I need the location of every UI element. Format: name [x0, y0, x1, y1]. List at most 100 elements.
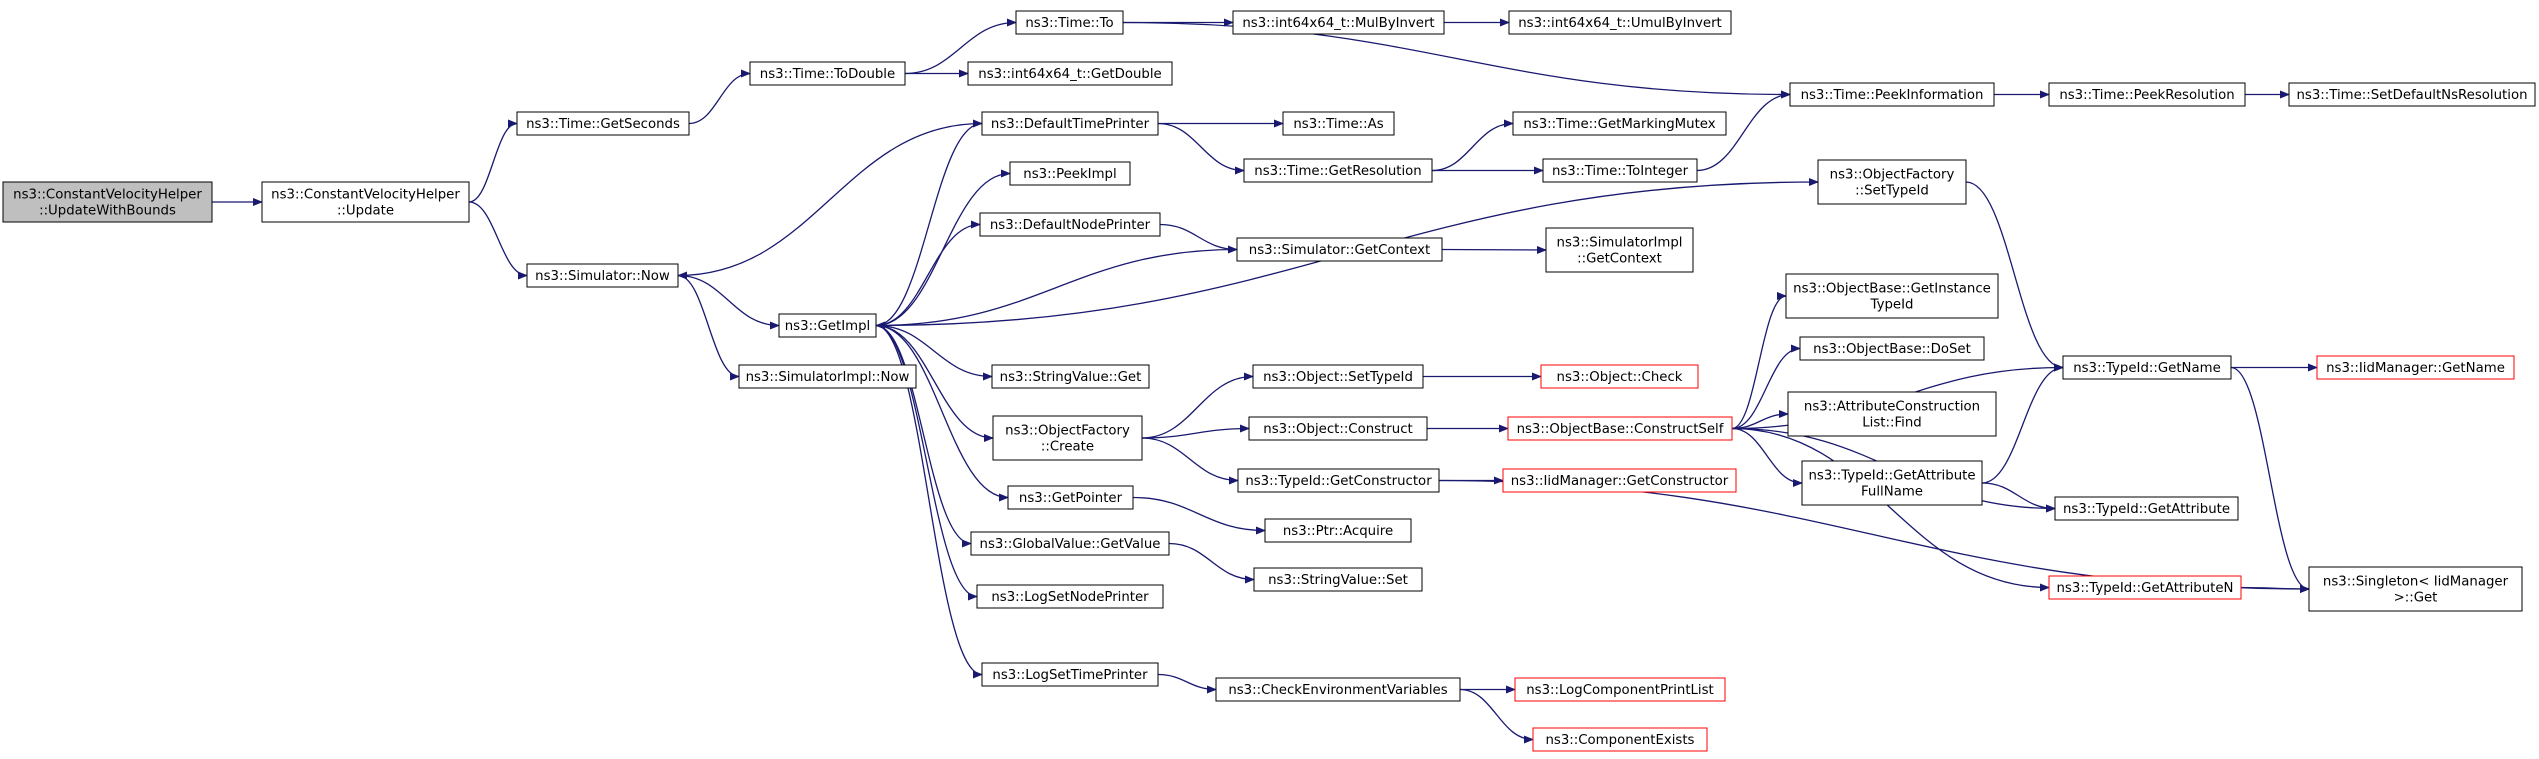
node-root[interactable]: ns3::ConstantVelocityHelper::UpdateWithB…: [2, 181, 213, 223]
edge-update-to-getseconds: [468, 119, 518, 203]
node-objsettypeid[interactable]: ns3::Object::SetTypeId: [1252, 364, 1424, 389]
node-peekimpl[interactable]: ns3::PeekImpl: [1009, 161, 1131, 186]
node-typeidgetname[interactable]: ns3::TypeId::GetName: [2062, 355, 2232, 380]
node-logsetnode[interactable]: ns3::LogSetNodePrinter: [976, 584, 1164, 609]
node-label: ns3::ConstantVelocityHelper: [13, 188, 202, 203]
node-getimpl[interactable]: ns3::GetImpl: [778, 313, 877, 338]
node-box: [2316, 355, 2515, 380]
node-defaulttimeprinter[interactable]: ns3::DefaultTimePrinter: [981, 111, 1159, 136]
node-label: ns3::Time::PeekResolution: [2059, 88, 2234, 103]
node-singletonget[interactable]: ns3::Singleton< IidManager >::Get: [2308, 566, 2523, 612]
node-label: ns3::Simulator::GetContext: [1249, 243, 1430, 258]
node-label: ns3::StringValue::Get: [1000, 370, 1142, 385]
node-simgetcontext[interactable]: ns3::Simulator::GetContext: [1236, 237, 1443, 262]
node-box: [1532, 727, 1708, 752]
node-umulbyinvert[interactable]: ns3::int64x64_t::UmulByInvert: [1508, 10, 1732, 35]
node-stringvalueget[interactable]: ns3::StringValue::Get: [991, 364, 1150, 389]
node-label: ns3::DefaultNodePrinter: [990, 218, 1151, 233]
node-logsettime[interactable]: ns3::LogSetTimePrinter: [981, 662, 1159, 687]
node-label: ns3::IidManager::GetConstructor: [1511, 474, 1729, 489]
node-label: ns3::Object::SetTypeId: [1263, 370, 1413, 385]
node-doset[interactable]: ns3::ObjectBase::DoSet: [1799, 336, 1985, 361]
edge-globalvalue-to-svset: [1168, 542, 1255, 584]
node-box: [1232, 10, 1445, 35]
edge-getimpl-to-defaultnodeprinter: [875, 220, 981, 327]
node-svset[interactable]: ns3::StringValue::Set: [1253, 567, 1423, 592]
node-typeidgetattribute[interactable]: ns3::TypeId::GetAttribute: [2054, 496, 2239, 521]
node-peekinformation[interactable]: ns3::Time::PeekInformation: [1789, 82, 1995, 107]
node-box: [1253, 567, 1423, 592]
node-label: ns3::Time::GetMarkingMutex: [1523, 117, 1715, 132]
edge-constructself-to-getattrfullname: [1731, 427, 1803, 487]
node-label: ns3::Ptr::Acquire: [1283, 524, 1393, 539]
node-label: ns3::DefaultTimePrinter: [991, 117, 1150, 132]
node-box: [967, 61, 1173, 86]
node-box: [2062, 355, 2232, 380]
node-checkenv[interactable]: ns3::CheckEnvironmentVariables: [1215, 677, 1461, 702]
node-objfactsettypeid[interactable]: ns3::ObjectFactory::SetTypeId: [1817, 159, 1967, 205]
node-getmarkingmutex[interactable]: ns3::Time::GetMarkingMutex: [1512, 111, 1727, 136]
node-getconstructor[interactable]: ns3::TypeId::GetConstructor: [1237, 468, 1440, 493]
node-getpointer[interactable]: ns3::GetPointer: [1007, 485, 1134, 510]
node-label: ns3::ObjectBase::DoSet: [1813, 342, 1971, 357]
node-label: ::Update: [337, 204, 394, 219]
node-label: ::GetContext: [1577, 252, 1662, 267]
node-getseconds[interactable]: ns3::Time::GetSeconds: [516, 111, 690, 136]
node-box: [1243, 158, 1433, 183]
node-timeas[interactable]: ns3::Time::As: [1282, 111, 1395, 136]
node-getattributen[interactable]: ns3::TypeId::GetAttributeN: [2048, 575, 2242, 600]
node-timeto[interactable]: ns3::Time::To: [1015, 10, 1124, 35]
node-label: List::Find: [1862, 416, 1921, 431]
node-simimplnow[interactable]: ns3::SimulatorImpl::Now: [738, 364, 917, 389]
node-box: [1248, 416, 1428, 441]
node-box: [2048, 575, 2242, 600]
node-iidgetname[interactable]: ns3::IidManager::GetName: [2316, 355, 2515, 380]
node-box: [1817, 159, 1967, 205]
node-box: [778, 313, 877, 338]
node-objcheck[interactable]: ns3::Object::Check: [1540, 364, 1699, 389]
edge-objfactcreate-to-objsettypeid: [1141, 372, 1254, 439]
node-iidgetconstructor[interactable]: ns3::IidManager::GetConstructor: [1502, 468, 1737, 493]
node-logcompprint[interactable]: ns3::LogComponentPrintList: [1514, 677, 1726, 702]
node-box: [1545, 227, 1694, 273]
node-getdouble[interactable]: ns3::int64x64_t::GetDouble: [967, 61, 1173, 86]
node-constructself[interactable]: ns3::ObjectBase::ConstructSelf: [1507, 416, 1733, 441]
edge-getresolution-to-getmarkingmutex: [1431, 119, 1514, 172]
node-label: ns3::TypeId::GetAttribute: [1808, 469, 1975, 484]
node-ptracquire[interactable]: ns3::Ptr::Acquire: [1264, 518, 1412, 543]
node-box: [979, 212, 1161, 237]
node-label: ns3::int64x64_t::MulByInvert: [1242, 16, 1434, 31]
edge-constructself-to-getinstancetypeid: [1731, 292, 1787, 430]
node-box: [738, 364, 917, 389]
node-objconstruct[interactable]: ns3::Object::Construct: [1248, 416, 1428, 441]
edge-getimpl-to-objfactcreate: [875, 324, 994, 442]
node-todouble[interactable]: ns3::Time::ToDouble: [749, 61, 906, 86]
node-simimplgetcontext[interactable]: ns3::SimulatorImpl::GetContext: [1545, 227, 1694, 273]
node-peekresolution[interactable]: ns3::Time::PeekResolution: [2048, 82, 2246, 107]
node-box: [1009, 161, 1131, 186]
node-setdefaultnsres[interactable]: ns3::Time::SetDefaultNsResolution: [2288, 82, 2536, 107]
node-objfactcreate[interactable]: ns3::ObjectFactory::Create: [992, 415, 1143, 461]
node-tointeger[interactable]: ns3::Time::ToInteger: [1542, 158, 1698, 183]
node-mulbyinvert[interactable]: ns3::int64x64_t::MulByInvert: [1232, 10, 1445, 35]
edge-getpointer-to-ptracquire: [1132, 496, 1266, 535]
node-globalvalue[interactable]: ns3::GlobalValue::GetValue: [970, 531, 1170, 556]
node-label: ::Create: [1041, 440, 1094, 455]
node-getresolution[interactable]: ns3::Time::GetResolution: [1243, 158, 1433, 183]
node-update[interactable]: ns3::ConstantVelocityHelper::Update: [261, 181, 470, 223]
node-label: ns3::Simulator::Now: [535, 269, 670, 284]
node-label: ns3::ObjectBase::GetInstance: [1793, 282, 1991, 297]
node-box: [526, 263, 679, 288]
node-box: [516, 111, 690, 136]
edge-simgetcontext-to-getimpl: [875, 248, 1238, 330]
node-label: ns3::ObjectFactory: [1830, 168, 1955, 183]
node-compexists[interactable]: ns3::ComponentExists: [1532, 727, 1708, 752]
node-label: ns3::Time::SetDefaultNsResolution: [2296, 88, 2527, 103]
node-label: ns3::Time::ToInteger: [1552, 164, 1689, 179]
node-box: [1264, 518, 1412, 543]
node-simnow[interactable]: ns3::Simulator::Now: [526, 263, 679, 288]
node-defaultnodeprinter[interactable]: ns3::DefaultNodePrinter: [979, 212, 1161, 237]
